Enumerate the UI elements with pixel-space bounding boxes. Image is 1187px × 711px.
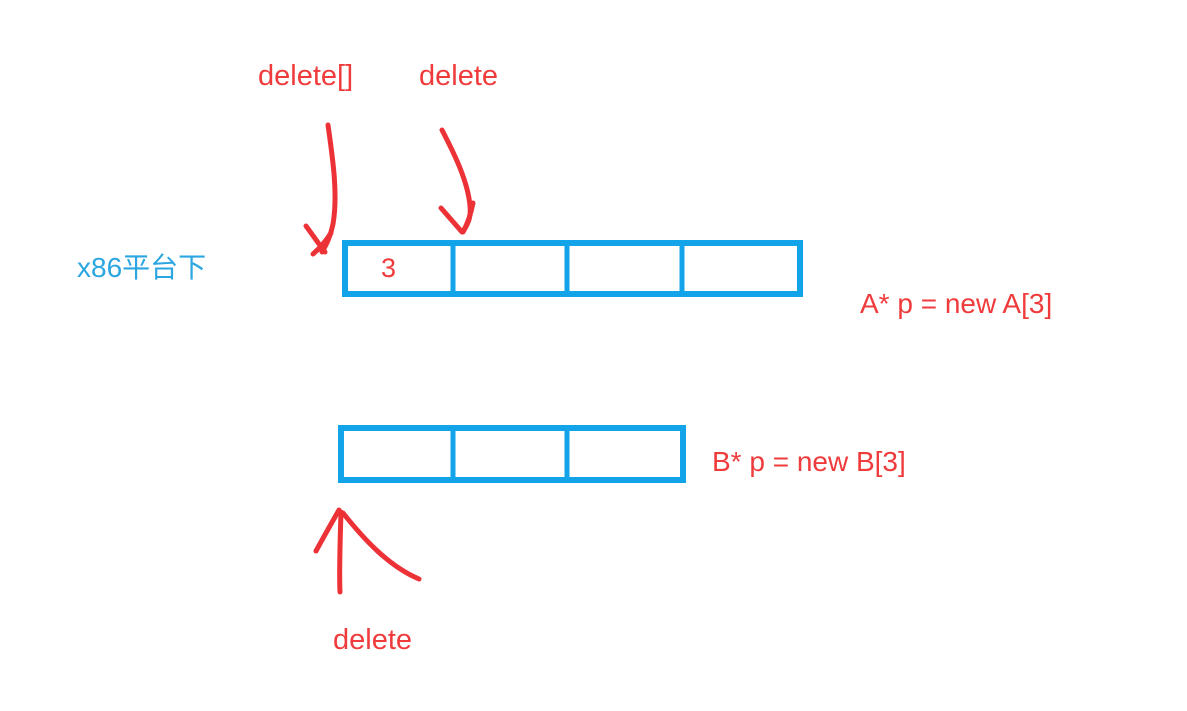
delete-bottom-label: delete bbox=[333, 624, 413, 656]
delete-array-arrow-shaft bbox=[319, 122, 338, 255]
delete-bottom-arrow-head-left bbox=[313, 507, 342, 554]
array-b-allocation-label: B* p = new B[3] bbox=[712, 446, 906, 477]
delete-array-arrow-head-left bbox=[303, 223, 328, 255]
array-b-box bbox=[338, 425, 686, 483]
array-a-count-value: 3 bbox=[381, 253, 397, 283]
delete-array-arrow-head-right bbox=[310, 230, 334, 257]
delete-array-arrow bbox=[303, 122, 338, 257]
array-a-allocation-label: A* p = new A[3] bbox=[860, 288, 1053, 319]
array-a-box bbox=[342, 240, 803, 297]
delete-bottom-arrow-head-right bbox=[340, 510, 422, 582]
array-a-outline bbox=[342, 240, 803, 297]
delete-top-arrow bbox=[438, 127, 476, 235]
platform-label: x86平台下 bbox=[77, 252, 207, 283]
delete-top-arrow-head-right bbox=[460, 200, 476, 235]
delete-top-arrow-head-left bbox=[438, 205, 465, 235]
delete-bottom-arrow bbox=[313, 507, 422, 595]
array-b-outline bbox=[338, 425, 686, 483]
delete-array-label: delete[] bbox=[258, 60, 354, 92]
delete-top-label: delete bbox=[419, 60, 499, 92]
delete-bottom-arrow-shaft bbox=[337, 509, 344, 595]
